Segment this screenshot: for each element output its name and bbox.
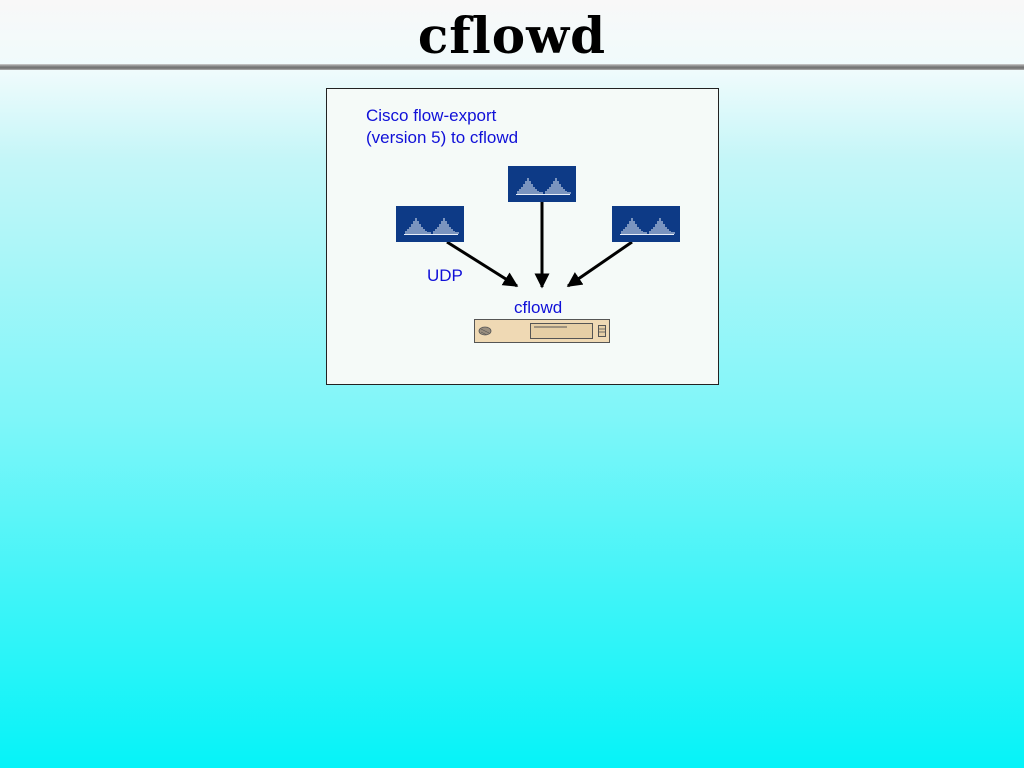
flow-arrow-right	[566, 240, 633, 288]
router-icon	[612, 206, 680, 242]
router-icon	[396, 206, 464, 242]
flow-arrows	[446, 202, 633, 289]
server-icon	[474, 319, 610, 343]
flow-arrow-left	[446, 240, 519, 288]
title-band: cflowd	[0, 0, 1024, 65]
collector-label: cflowd	[514, 298, 563, 317]
caption-line-1: Cisco flow-export	[366, 106, 497, 125]
diagram-frame: Cisco flow-export (version 5) to cflowd …	[326, 88, 719, 385]
slide-title: cflowd	[417, 6, 607, 65]
diagram-caption: Cisco flow-export (version 5) to cflowd	[366, 105, 518, 149]
udp-label: UDP	[427, 266, 463, 285]
caption-line-2: (version 5) to cflowd	[366, 128, 519, 147]
title-divider	[0, 64, 1024, 70]
router-icon	[508, 166, 576, 202]
